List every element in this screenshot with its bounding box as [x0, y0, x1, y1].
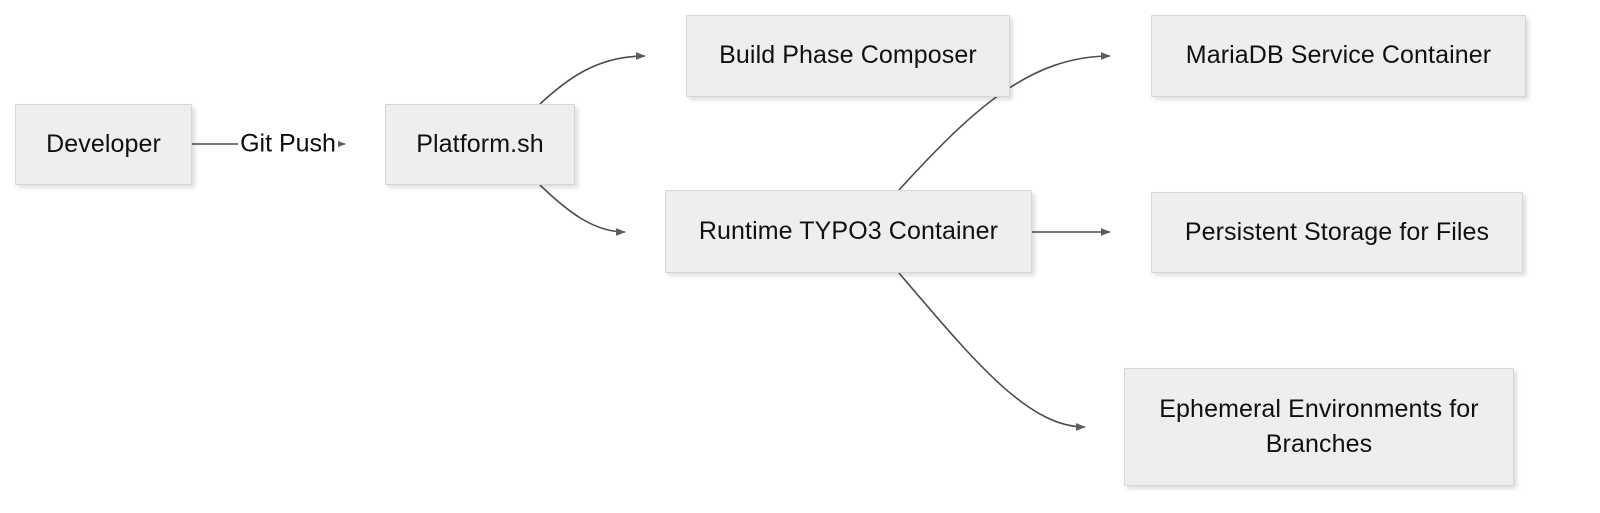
node-platform-sh-label: Platform.sh: [416, 129, 544, 158]
edge-platform-sh-to-build-phase-composer: [539, 52, 646, 105]
edge-label-git-push: Git Push: [238, 129, 338, 158]
node-platform-sh[interactable]: Platform.sh: [385, 104, 575, 185]
node-ephemeral-environments-for-branches-label: Ephemeral Environments for Branches: [1159, 394, 1479, 459]
node-ephemeral-environments-for-branches[interactable]: Ephemeral Environments for Branches: [1124, 368, 1514, 486]
node-mariadb-service-container[interactable]: MariaDB Service Container: [1151, 15, 1526, 97]
node-build-phase-composer[interactable]: Build Phase Composer: [686, 15, 1010, 97]
node-runtime-typo3-container-label: Runtime TYPO3 Container: [698, 216, 999, 245]
edge-platform-sh-to-runtime-typo3-container: [539, 184, 626, 236]
edge-path: [898, 272, 1086, 431]
node-build-phase-composer-label: Build Phase Composer: [719, 41, 977, 70]
node-persistent-storage-for-files[interactable]: Persistent Storage for Files: [1151, 192, 1523, 273]
edge-runtime-to-ephemeral: [898, 272, 1086, 431]
node-runtime-typo3-container[interactable]: Runtime TYPO3 Container: [665, 190, 1032, 273]
node-developer-label: Developer: [46, 129, 161, 158]
node-developer[interactable]: Developer: [15, 104, 192, 185]
node-mariadb-service-container-label: MariaDB Service Container: [1185, 41, 1492, 70]
edge-path: [539, 52, 646, 105]
edge-path: [539, 184, 626, 236]
node-persistent-storage-for-files-label: Persistent Storage for Files: [1184, 217, 1490, 246]
